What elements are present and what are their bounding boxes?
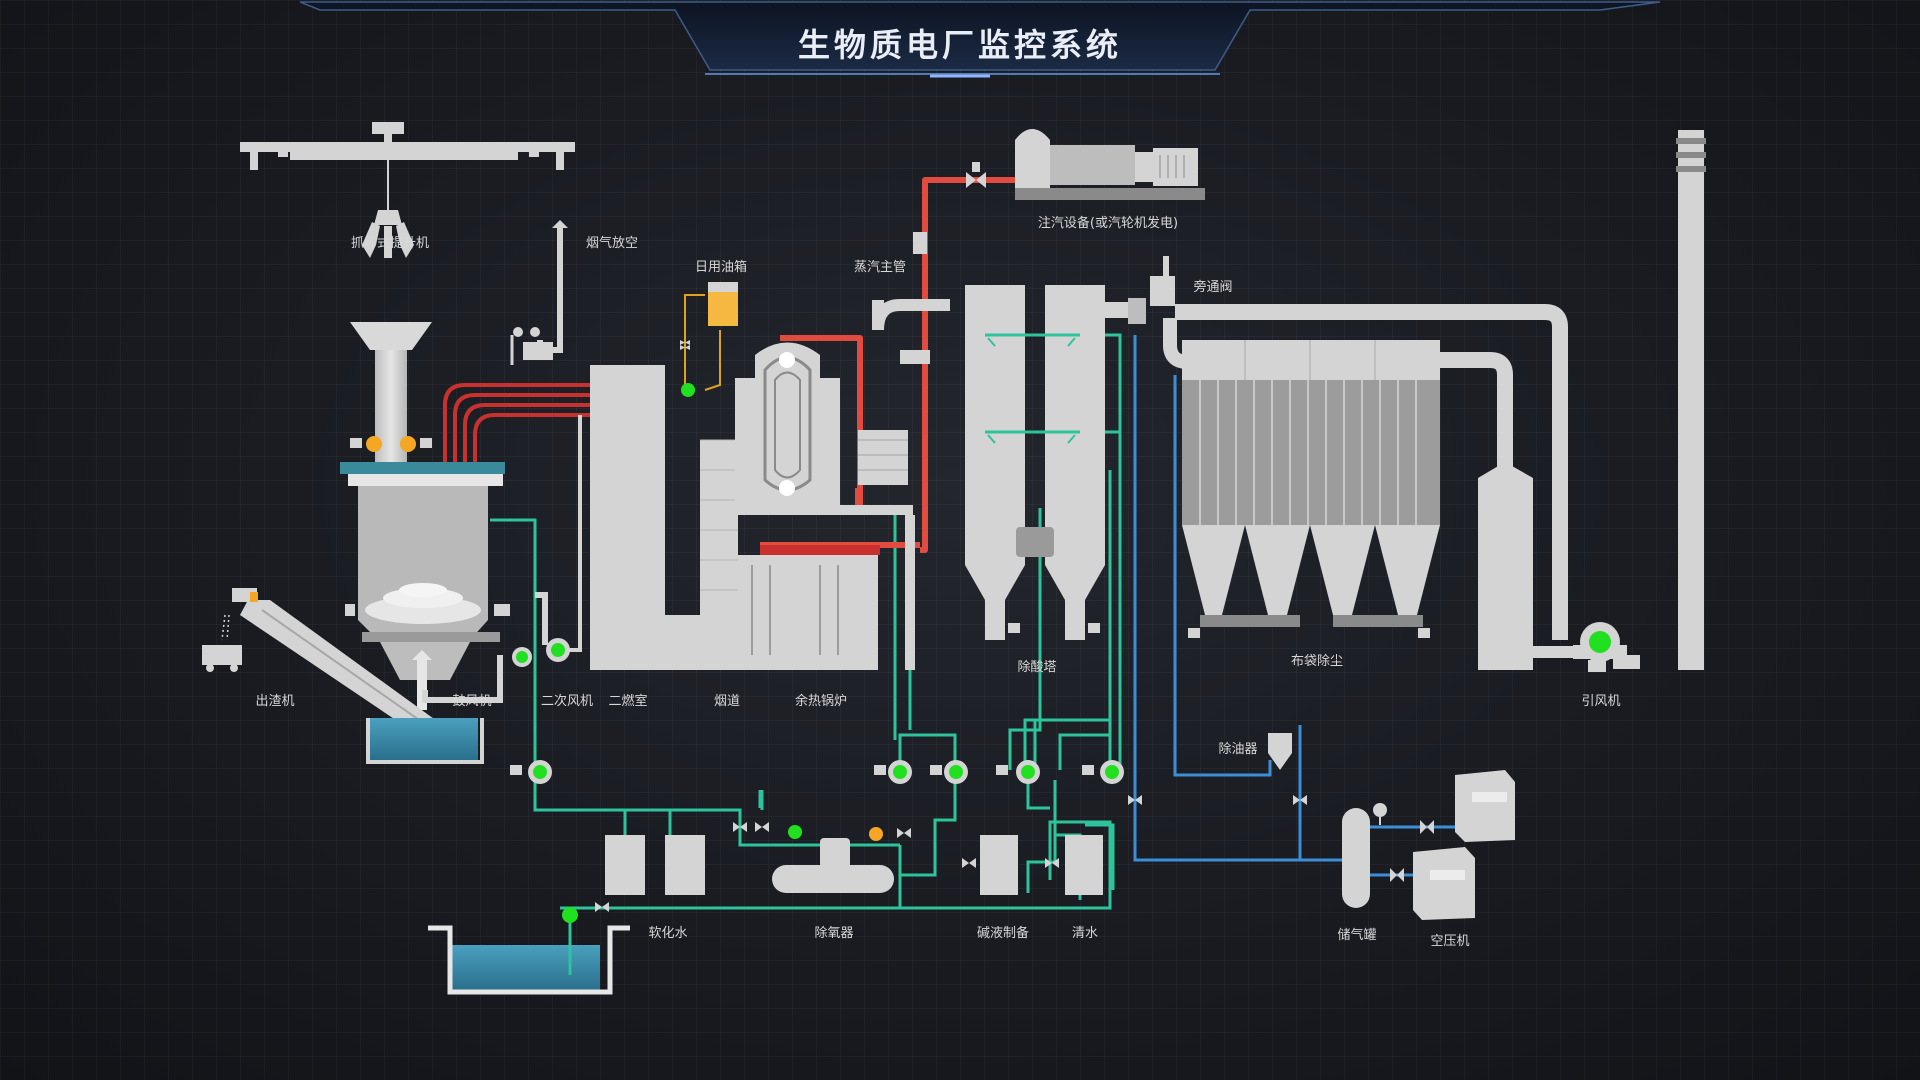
label-steam-main: 蒸汽主管: [853, 260, 907, 275]
label-grab-crane: 抓斗式提升机: [350, 236, 430, 251]
label-air-compressor: 空压机: [1430, 934, 1470, 949]
second-chamber: [590, 365, 665, 670]
label-flue-vent: 烟气放空: [585, 236, 639, 251]
label-clean-water: 清水: [1071, 926, 1099, 941]
label-slag-remover: 出渣机: [255, 694, 295, 709]
label-alkali-prep: 碱液制备: [976, 926, 1030, 941]
label-waste-heat-boiler: 余热锅炉: [794, 694, 848, 709]
clean-water-tank: [1065, 835, 1103, 895]
deaerator-warning-light: [869, 827, 883, 841]
label-oil-remover: 除油器: [1218, 742, 1258, 757]
induced-fan-status-light: [1589, 631, 1611, 653]
daily-oil-tank: [680, 282, 738, 391]
oil-remover: [1268, 733, 1292, 770]
furnace-heat-pipes: [443, 383, 590, 470]
chimney: [1676, 130, 1706, 670]
pump-status-light: [1105, 765, 1119, 779]
air-compressor: [1413, 770, 1515, 920]
blower-status-light: [516, 651, 528, 663]
pump-status-light: [893, 765, 907, 779]
softened-water-tanks: [605, 835, 705, 895]
label-softened-water: 软化水: [648, 926, 688, 941]
status-light-warning: [400, 436, 416, 452]
pump-status-light: [949, 765, 963, 779]
incinerator: [340, 322, 510, 710]
status-light-warning: [366, 436, 382, 452]
alkali-prep-tank: [980, 835, 1018, 895]
label-flue: 烟道: [713, 694, 741, 709]
pump-status-light: [533, 765, 547, 779]
induced-fan: [1478, 462, 1640, 672]
bag-filter: [1182, 340, 1440, 638]
flue-ducting: [1105, 256, 1568, 640]
secondary-fan-status-light: [551, 643, 565, 657]
waste-heat-boiler: [735, 342, 908, 670]
steam-valves: [872, 162, 986, 364]
pump-status-light: [1021, 765, 1035, 779]
label-daily-tank: 日用油箱: [694, 260, 748, 275]
flue-vent: [510, 220, 568, 365]
grab-crane: [240, 122, 575, 258]
label-second-chamber: 二燃室: [608, 694, 648, 709]
label-induced-fan: 引风机: [1581, 694, 1621, 709]
deaerator: [772, 838, 894, 893]
water-pool: [428, 920, 630, 995]
oil-pump-status-light: [681, 383, 695, 397]
label-air-tank: 储气罐: [1337, 928, 1377, 943]
label-steam-user: 注汽设备(或汽轮机发电): [1037, 216, 1179, 231]
acid-removal-towers: [965, 285, 1105, 640]
header-bar: [299, 1, 1661, 78]
slag-conveyor: [202, 588, 484, 764]
page-title: 生物质电厂监控系统: [797, 26, 1122, 64]
steam-user-equipment: [1015, 129, 1205, 200]
label-acid-tower: 除酸塔: [1017, 660, 1057, 675]
valves: [595, 795, 1434, 912]
label-deaerator: 除氧器: [814, 926, 854, 941]
air-tank: [1342, 803, 1387, 908]
pool-pump-status-light: [562, 907, 578, 923]
label-blower: 鼓风机: [452, 694, 492, 709]
label-secondary-fan: 二次风机: [540, 694, 594, 709]
label-bypass-valve: 旁通阀: [1193, 280, 1233, 295]
label-bag-filter: 布袋除尘: [1290, 654, 1344, 669]
pumps: [510, 765, 1094, 775]
deaerator-status-light: [788, 825, 802, 839]
